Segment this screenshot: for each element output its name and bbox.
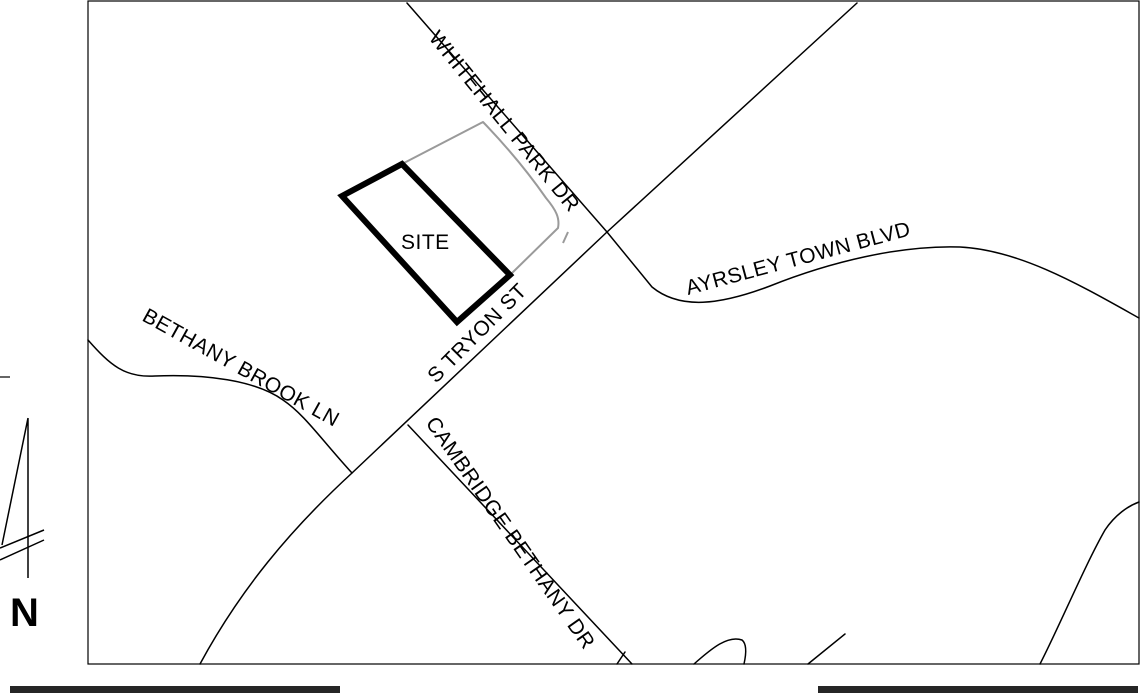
road-label-whitehall-park-dr: WHITEHALL PARK DR: [424, 27, 584, 217]
road-label-s-tryon-st: S TRYON ST: [423, 279, 531, 387]
road-stub-c: [807, 633, 846, 665]
map-frame: [87, 0, 1140, 665]
site-label: SITE: [401, 231, 450, 254]
road-stub-d: [1039, 501, 1140, 665]
road-stub-a: [616, 651, 626, 665]
road-label-cambridge-bethany-dr: CAMBRIDGE BETHANY DR: [421, 413, 599, 654]
road-bethany-brook-ln: [87, 339, 353, 474]
road-label-ayrsley-town-blvd: AYRSLEY TOWN BLVD: [683, 218, 913, 300]
road-stub-b: [693, 638, 747, 665]
north-arrow-icon: [1, 417, 29, 578]
road-whitehall-park-dr: [406, 2, 1140, 319]
road-cambridge-bethany-dr: [407, 424, 633, 665]
road-s-tryon-st: [199, 2, 858, 665]
north-arrow: N: [0, 376, 45, 635]
site-outline: [337, 160, 515, 327]
road-network: [87, 2, 1140, 665]
parcel-boundary: [401, 121, 569, 276]
north-label: N: [10, 591, 39, 635]
road-label-bethany-brook-ln: BETHANY BROOK LN: [139, 304, 344, 431]
bottom-caption-fragments: [10, 686, 1138, 693]
